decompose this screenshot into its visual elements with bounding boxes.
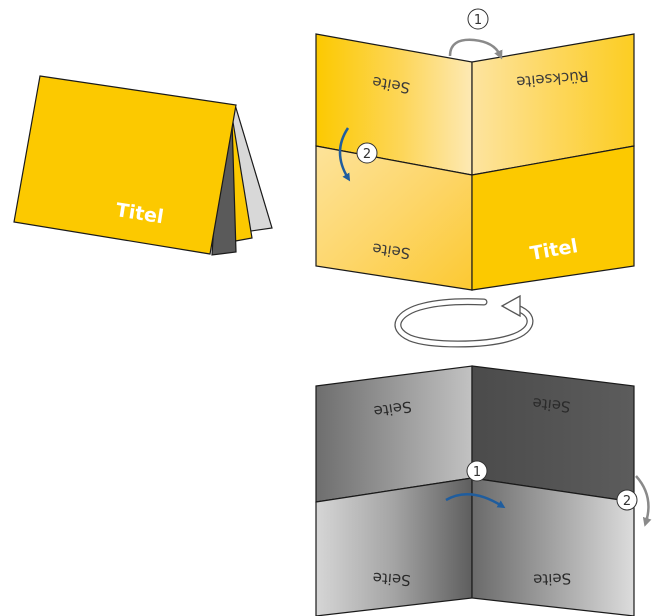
front-bottom-left-page-label: Seite xyxy=(371,239,411,262)
folded-card: Titel xyxy=(13,75,273,256)
back-step-2-number: 2 xyxy=(623,494,631,509)
front-step-1-circle xyxy=(467,8,489,30)
back-top-right-page-label: Seite xyxy=(532,394,572,416)
back-panel-bottom-right xyxy=(471,477,635,616)
front-step-1-number: 1 xyxy=(474,13,482,28)
front-step-2-circle xyxy=(356,142,378,164)
back-step-1-number: 1 xyxy=(473,465,481,480)
flip-arrow-ring-inner xyxy=(395,299,533,347)
front-fold-arrow-1 xyxy=(448,38,503,60)
back-fold-arrow-1 xyxy=(445,493,506,509)
back-bottom-left-page-label: Seite xyxy=(372,569,411,590)
back-fold-arrow-2 xyxy=(635,475,652,527)
front-panel-bottom-right xyxy=(471,145,635,291)
sheet-back-gray: Seite Seite Seite Seite 1 2 xyxy=(315,365,652,616)
back-step-2-circle xyxy=(616,489,638,511)
back-step-1-circle xyxy=(466,460,488,482)
card-front-cover xyxy=(13,75,237,255)
flip-arrow xyxy=(394,294,534,348)
flip-arrow-head xyxy=(500,294,521,318)
front-step-2-number: 2 xyxy=(363,147,371,162)
front-fold-arrow-2 xyxy=(338,127,351,182)
back-bottom-right-page-label: Seite xyxy=(533,569,572,588)
back-top-left-page-label: Seite xyxy=(373,397,413,420)
sheet-front-yellow: Seite Rückseite Seite Titel 1 2 xyxy=(315,8,635,291)
